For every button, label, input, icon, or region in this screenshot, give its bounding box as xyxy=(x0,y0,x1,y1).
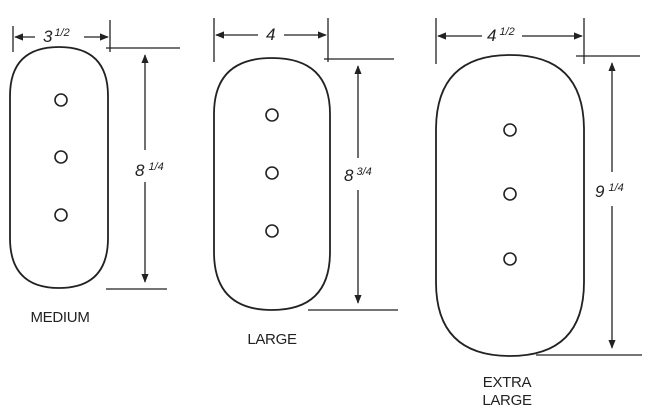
paddle-extra-large-hole-2 xyxy=(503,187,517,201)
paddle-medium-caption: MEDIUM xyxy=(30,309,90,326)
paddle-large-width-label: 4 xyxy=(266,25,275,44)
paddle-large-caption: LARGE xyxy=(247,331,297,348)
paddle-large-outline xyxy=(213,57,331,311)
paddle-medium-outline xyxy=(9,46,109,289)
paddle-extra-large-outline xyxy=(435,54,585,357)
paddle-large-hole-2 xyxy=(265,166,279,180)
paddle-medium-hole-2 xyxy=(54,150,68,164)
paddle-extra-large-hole-1 xyxy=(503,123,517,137)
paddle-medium-hole-1 xyxy=(54,93,68,107)
paddle-large-hole-3 xyxy=(265,224,279,238)
paddle-extra-large-caption-line1: EXTRA xyxy=(482,374,532,391)
paddle-medium-hole-3 xyxy=(54,208,68,222)
paddle-large-hole-1 xyxy=(265,108,279,122)
paddle-extra-large-caption-line2: LARGE xyxy=(482,392,532,409)
paddle-extra-large-caption: EXTRA LARGE xyxy=(457,374,557,410)
paddle-extra-large-hole-3 xyxy=(503,252,517,266)
